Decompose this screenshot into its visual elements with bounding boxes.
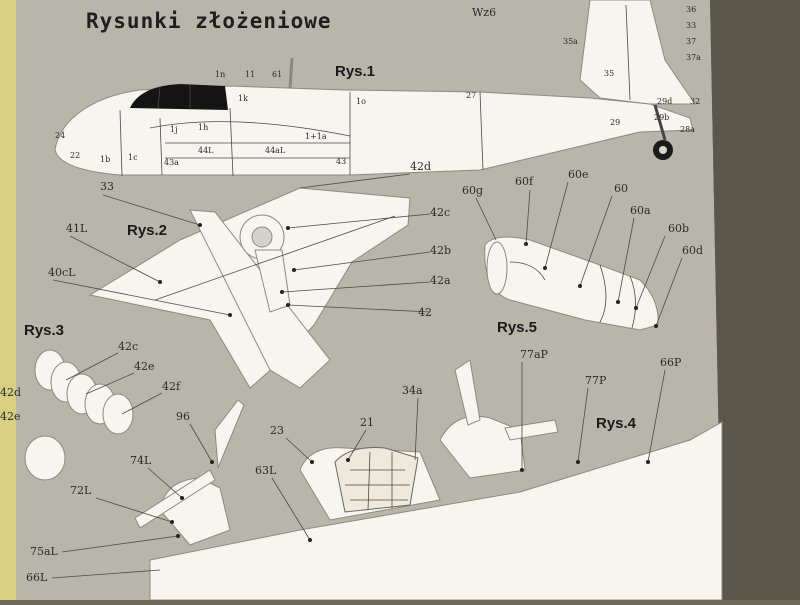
callout-60e: 60e xyxy=(568,168,589,181)
callout-1b: 1b xyxy=(100,155,110,164)
callout-60f: 60f xyxy=(515,175,534,188)
callout-1j: 1j xyxy=(170,125,178,134)
callout-42d: 42d xyxy=(410,160,431,173)
callout-33: 33 xyxy=(100,180,114,193)
callout-60a: 60a xyxy=(630,204,651,217)
callout-34a: 34a xyxy=(402,384,423,397)
rys3-label: Rys.3 xyxy=(24,322,64,339)
figure-1-callouts: 1n 11 61 1k 1o 27 1h 1j 1+1a 43 44L 44aL… xyxy=(55,5,701,167)
callout-24: 24 xyxy=(55,131,65,140)
callout-35a: 35a xyxy=(563,37,578,46)
figure-1-fuselage xyxy=(54,0,696,177)
callout-1c: 1c xyxy=(128,153,138,162)
rys1-label: Rys.1 xyxy=(335,63,375,80)
callout-42f: 42f xyxy=(162,380,181,393)
page-edge xyxy=(0,0,16,600)
callout-22: 22 xyxy=(70,151,80,160)
callout-42c: 42c xyxy=(430,206,450,219)
callout-44aL: 44aL xyxy=(265,146,286,155)
callout-42d-disc: 42d xyxy=(0,386,21,399)
callout-23: 23 xyxy=(270,424,284,437)
callout-1n: 1n xyxy=(215,70,225,79)
callout-42b: 42b xyxy=(430,244,451,257)
callout-42: 42 xyxy=(418,306,432,319)
callout-44L: 44L xyxy=(198,146,214,155)
callout-35: 35 xyxy=(604,69,614,78)
callout-96: 96 xyxy=(176,410,190,423)
page-shadow xyxy=(710,0,800,600)
callout-66L: 66L xyxy=(26,571,48,584)
callout-1k: 1k xyxy=(238,94,248,103)
callout-1o: 1o xyxy=(356,97,366,106)
callout-42a: 42a xyxy=(430,274,451,287)
callout-28a: 28a xyxy=(680,125,695,134)
callout-66P: 66P xyxy=(660,356,682,369)
callout-33-tail: 33 xyxy=(686,21,696,30)
callout-40cL: 40cL xyxy=(48,266,76,279)
figure-2-wing: Rys.2 33 41L 40cL 42d 42c 42b 42a 42 xyxy=(48,160,451,389)
callout-77P: 77P xyxy=(585,374,607,387)
callout-60d: 60d xyxy=(682,244,703,257)
rys5-label: Rys.5 xyxy=(497,319,537,336)
callout-63L: 63L xyxy=(255,464,277,477)
rys4-label: Rys.4 xyxy=(596,415,637,432)
callout-72L: 72L xyxy=(70,484,92,497)
callout-74L: 74L xyxy=(130,454,152,467)
callout-75aL: 75aL xyxy=(30,545,59,558)
callout-41L: 41L xyxy=(66,222,88,235)
callout-77aP: 77aP xyxy=(520,348,549,361)
callout-43: 43 xyxy=(336,157,346,166)
figure-5-nacelle: Rys.5 60g 60f 60e 60 60a 60b 60d xyxy=(462,168,703,336)
callout-60g: 60g xyxy=(462,184,483,197)
callout-37: 37 xyxy=(686,37,696,46)
callout-11: 11 xyxy=(245,70,255,79)
callout-36: 36 xyxy=(686,5,696,14)
page-title: Rysunki złożeniowe xyxy=(86,9,332,33)
callout-21: 21 xyxy=(360,416,374,429)
callout-29: 29 xyxy=(610,118,620,127)
callout-61: 61 xyxy=(272,70,282,79)
callout-29b: 29b xyxy=(654,113,669,122)
callout-1plus1a: 1+1a xyxy=(305,132,327,141)
callout-60b: 60b xyxy=(668,222,689,235)
callout-42e-disc: 42e xyxy=(134,360,155,373)
callout-42e-lower: 42e xyxy=(0,410,21,423)
figure-4-aircraft: Rys.4 77aP 77P 66P 34a 21 23 96 74L 63L … xyxy=(26,348,723,601)
callout-43a: 43a xyxy=(164,158,179,167)
callout-29d: 29d xyxy=(657,97,672,106)
label-wz6: Wz6 xyxy=(472,6,496,19)
callout-27: 27 xyxy=(466,91,476,100)
figure-3-discs: Rys.3 42c 42e 42f 42d 42e xyxy=(0,322,181,481)
callout-37a: 37a xyxy=(686,53,701,62)
rys2-label: Rys.2 xyxy=(127,222,167,239)
callout-32: 32 xyxy=(690,97,700,106)
callout-60: 60 xyxy=(614,182,628,195)
callout-1h: 1h xyxy=(198,123,208,132)
callout-42c-disc: 42c xyxy=(118,340,138,353)
